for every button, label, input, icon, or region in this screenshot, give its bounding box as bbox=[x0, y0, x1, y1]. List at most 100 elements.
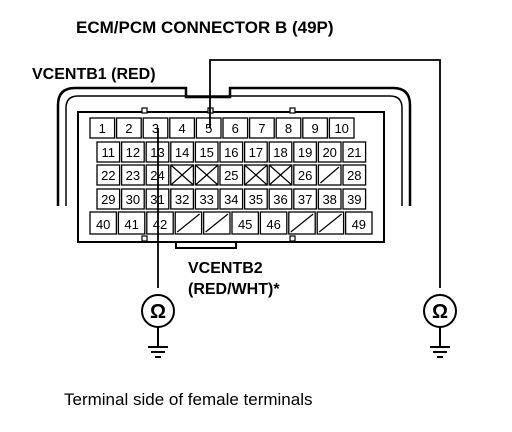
pin-label: 40 bbox=[96, 217, 110, 232]
pin-cell bbox=[146, 211, 174, 235]
pin-label: 25 bbox=[224, 168, 238, 183]
pin-cell bbox=[293, 141, 318, 163]
left-ohmmeter: Ω bbox=[141, 294, 175, 346]
pin-cell bbox=[96, 164, 121, 186]
pin-label: 32 bbox=[175, 192, 189, 207]
pin-cell bbox=[344, 211, 373, 235]
right-ohmmeter: Ω bbox=[423, 294, 457, 346]
pin-label: 39 bbox=[347, 192, 361, 207]
empty-cell-mark bbox=[290, 213, 314, 233]
pin-cell bbox=[222, 117, 249, 139]
pin-label: 12 bbox=[126, 145, 140, 160]
pin-label: 38 bbox=[322, 192, 336, 207]
left-probe-label: VCENTB1 (RED) bbox=[32, 66, 156, 83]
housing-latch bbox=[289, 107, 296, 114]
pin-label: 16 bbox=[224, 145, 238, 160]
pin-label: 45 bbox=[238, 217, 252, 232]
pin-cell bbox=[96, 141, 121, 163]
pin-label: 34 bbox=[224, 192, 238, 207]
pin-cell bbox=[170, 188, 195, 210]
pin-label: 18 bbox=[273, 145, 287, 160]
pin-cell bbox=[89, 211, 118, 235]
pin-label: 22 bbox=[101, 168, 115, 183]
pin-cell bbox=[243, 188, 268, 210]
right-ground-icon bbox=[430, 346, 450, 358]
pin-cell bbox=[293, 164, 318, 186]
pin-label: 3 bbox=[152, 121, 159, 136]
right-probe-label-line1: VCENTB2 bbox=[188, 260, 263, 277]
pin-label: 49 bbox=[352, 217, 366, 232]
blocked-cell-mark bbox=[195, 164, 219, 186]
pin-cell bbox=[194, 141, 219, 163]
blocked-cell-mark bbox=[268, 164, 293, 186]
pin-label: 19 bbox=[298, 145, 312, 160]
pin-label: 23 bbox=[126, 168, 140, 183]
pin-cell bbox=[302, 117, 329, 139]
pin-cell bbox=[120, 164, 145, 186]
pin-label: 30 bbox=[126, 192, 140, 207]
pin-cell bbox=[120, 188, 145, 210]
probe-wires bbox=[157, 59, 441, 288]
empty-cell-mark bbox=[320, 166, 340, 184]
pin-cell bbox=[268, 188, 293, 210]
connector-housing bbox=[56, 86, 412, 249]
housing-latch bbox=[141, 235, 148, 242]
pin-cell bbox=[342, 141, 367, 163]
pin-cell bbox=[231, 211, 260, 235]
pin-cell bbox=[219, 141, 244, 163]
pin-cell bbox=[169, 117, 196, 139]
pin-cell bbox=[317, 188, 342, 210]
caption: Terminal side of female terminals bbox=[64, 390, 312, 409]
pin-cell bbox=[219, 188, 244, 210]
pin-cell bbox=[293, 188, 318, 210]
pin-label: 7 bbox=[258, 121, 265, 136]
right-probe-wire bbox=[209, 59, 441, 288]
pin-cell bbox=[115, 117, 142, 139]
pin-cell bbox=[89, 117, 116, 139]
pin-label: 42 bbox=[153, 217, 167, 232]
pin-cell bbox=[243, 141, 268, 163]
pin-cell bbox=[194, 188, 219, 210]
pin-label: 41 bbox=[124, 217, 138, 232]
pin-cell bbox=[170, 141, 195, 163]
pin-label: 20 bbox=[322, 145, 336, 160]
pin-cell bbox=[328, 117, 355, 139]
pin-cell bbox=[275, 117, 302, 139]
empty-cell-mark bbox=[176, 213, 200, 233]
pin-label: 4 bbox=[178, 121, 185, 136]
pin-label: 17 bbox=[249, 145, 263, 160]
pin-label: 11 bbox=[102, 145, 116, 160]
pin-label: 2 bbox=[125, 121, 132, 136]
connector-title: ECM/PCM CONNECTOR B (49P) bbox=[76, 18, 334, 37]
svg-text:Ω: Ω bbox=[150, 301, 166, 323]
svg-text:Ω: Ω bbox=[432, 301, 448, 323]
pin-cell bbox=[248, 117, 275, 139]
pin-label: 28 bbox=[347, 168, 361, 183]
housing-latch bbox=[289, 235, 296, 242]
left-ground-icon bbox=[148, 346, 168, 358]
pin-cell bbox=[342, 164, 367, 186]
pin-label: 1 bbox=[99, 121, 106, 136]
blocked-cell-mark bbox=[244, 164, 268, 186]
pin-cell bbox=[268, 141, 293, 163]
pin-label: 26 bbox=[298, 168, 312, 183]
pin-label: 9 bbox=[311, 121, 318, 136]
right-probe-label-line2: (RED/WHT)* bbox=[188, 281, 280, 298]
pin-cell bbox=[195, 117, 222, 139]
pin-cell bbox=[96, 188, 121, 210]
pin-cell bbox=[342, 188, 367, 210]
pin-label: 35 bbox=[249, 192, 263, 207]
empty-cell-mark bbox=[318, 213, 342, 233]
pin-cell bbox=[219, 164, 244, 186]
pin-cell bbox=[117, 211, 146, 235]
pin-cell bbox=[317, 141, 342, 163]
pin-label: 46 bbox=[266, 217, 280, 232]
pin-label: 5 bbox=[205, 121, 212, 136]
pin-label: 8 bbox=[285, 121, 292, 136]
pin-label: 6 bbox=[232, 121, 239, 136]
pin-label: 33 bbox=[199, 192, 213, 207]
pin-label: 37 bbox=[298, 192, 312, 207]
pin-label: 10 bbox=[334, 121, 348, 136]
